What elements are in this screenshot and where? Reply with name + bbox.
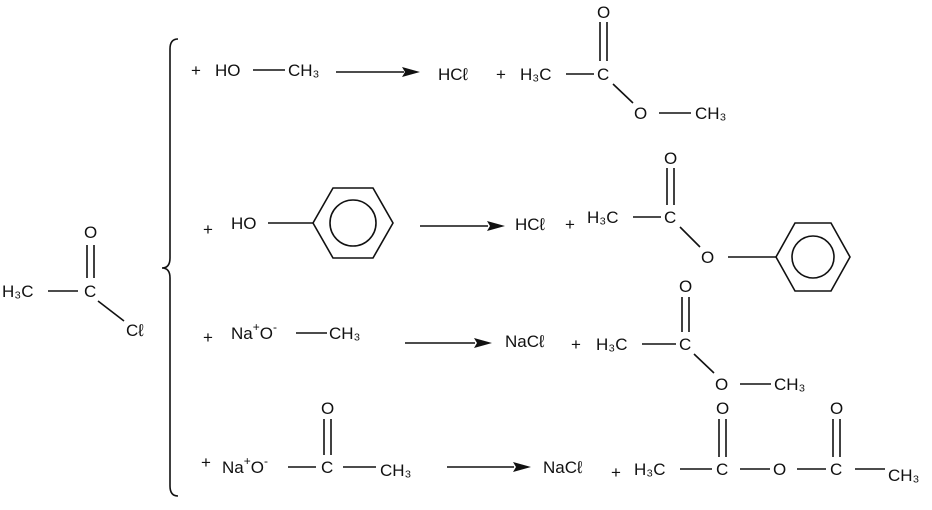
ester-carbonyl-oxygen: O <box>597 3 610 22</box>
plus-sign: + <box>203 328 213 347</box>
sodium-symbol: Na <box>231 324 253 343</box>
ester-oxygen-bond <box>679 226 701 248</box>
ester-carbonyl-oxygen: O <box>664 149 677 168</box>
phenyl-aromatic-circle <box>791 235 835 279</box>
byproduct-nacl: NaCℓ <box>505 332 545 351</box>
anhydride-bridge-oxygen: O <box>773 460 786 479</box>
reaction-arrow-head <box>513 462 531 472</box>
acetyl-chloride: H₃C C O Cℓ <box>2 223 144 340</box>
phenol-hydroxyl: HO <box>231 214 257 233</box>
oxide-symbol: O <box>251 458 264 477</box>
methoxide-methyl: CH₃ <box>329 324 360 343</box>
ester-carbonyl-oxygen: O <box>679 277 692 296</box>
oxide-symbol: O <box>260 324 273 343</box>
acetate-methyl: CH₃ <box>380 461 411 480</box>
byproduct-nacl: NaCℓ <box>543 458 583 477</box>
byproduct-hcl: HCℓ <box>438 65 469 84</box>
reactant-carbonyl-oxygen: O <box>84 223 97 242</box>
methoxide-sodium: Na+O- <box>231 320 277 343</box>
reaction-arrow-head <box>402 67 420 77</box>
phenyl-benzene-ring <box>775 222 851 292</box>
reaction-phenol: + HO HCℓ + H₃C C O O <box>203 149 851 292</box>
sodium-symbol: Na <box>222 458 244 477</box>
anhydride-carbon-2: C <box>830 460 842 479</box>
anhydride-carbonyl-oxygen-1: O <box>716 399 729 418</box>
ester-oxygen: O <box>701 248 714 267</box>
ester-carbon: C <box>597 65 609 84</box>
reactant-chlorine: Cℓ <box>126 321 144 340</box>
anhydride-carbon-1: C <box>716 460 728 479</box>
acetate-carbon: C <box>321 458 333 477</box>
plus-sign: + <box>191 61 201 80</box>
plus-sign: + <box>611 463 621 482</box>
anhydride-end-methyl: CH₃ <box>888 466 919 485</box>
plus-sign: + <box>571 335 581 354</box>
reactant-chlorine-bond <box>97 300 125 322</box>
ester-oxygen-bond <box>693 353 715 374</box>
ester-methyl: H₃C <box>587 208 618 227</box>
ester-methyl: H₃C <box>520 65 551 84</box>
anhydride-methyl: H₃C <box>634 460 665 479</box>
negative-charge: - <box>273 320 277 334</box>
ester-oxygen: O <box>634 104 647 123</box>
ester-end-methyl: CH₃ <box>774 375 805 394</box>
reactant-carbon: C <box>84 282 96 301</box>
ester-oxygen-bond <box>612 83 634 104</box>
plus-sign: + <box>201 453 211 472</box>
acetate-carbonyl-oxygen: O <box>321 399 334 418</box>
methanol-methyl: CH₃ <box>288 61 319 80</box>
positive-charge: + <box>244 454 251 468</box>
reaction-arrow-head <box>474 338 492 348</box>
reaction-brace <box>161 38 179 497</box>
reaction-sodium-acetate: + Na+O- C O CH₃ NaCℓ + H₃C C O O C O CH₃ <box>201 399 919 485</box>
negative-charge: - <box>264 454 268 468</box>
positive-charge: + <box>253 320 260 334</box>
anhydride-carbonyl-oxygen-2: O <box>830 399 843 418</box>
phenol-aromatic-circle <box>329 199 377 247</box>
reaction-arrow-head <box>487 221 505 231</box>
ester-carbon: C <box>664 208 676 227</box>
ester-methyl: H₃C <box>596 335 627 354</box>
plus-sign: + <box>496 65 506 84</box>
plus-sign: + <box>203 220 213 239</box>
byproduct-hcl: HCℓ <box>515 215 546 234</box>
phenol-benzene-ring <box>312 187 394 259</box>
methanol-hydroxyl: HO <box>215 61 241 80</box>
ester-end-methyl: CH₃ <box>695 104 726 123</box>
reactant-methyl: H₃C <box>2 282 33 301</box>
acetate-sodium: Na+O- <box>222 454 268 477</box>
plus-sign: + <box>565 215 575 234</box>
ester-carbon: C <box>679 335 691 354</box>
ester-oxygen: O <box>715 375 728 394</box>
reaction-methanol: + HO CH₃ HCℓ + H₃C C O O CH₃ <box>191 3 726 123</box>
reaction-sodium-methoxide: + Na+O- CH₃ NaCℓ + H₃C C O O CH₃ <box>203 277 805 394</box>
